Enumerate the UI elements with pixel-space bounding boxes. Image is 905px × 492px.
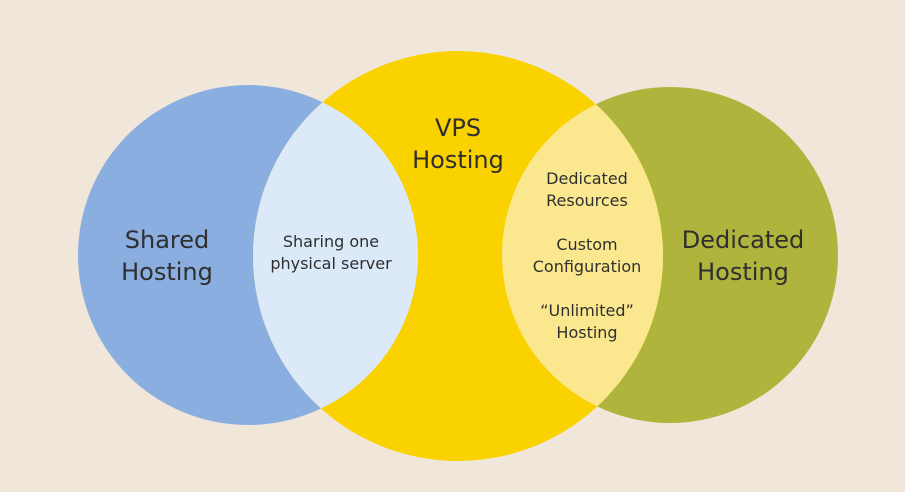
overlap-item-unlimited-hosting: “Unlimited” Hosting xyxy=(515,300,659,344)
overlap-item-line2: Configuration xyxy=(532,257,642,276)
overlap-item-line1: Custom xyxy=(556,235,618,254)
overlap-item-line1: Dedicated xyxy=(546,169,628,188)
overlap-item-custom-configuration: Custom Configuration xyxy=(515,234,659,278)
shared-vps-overlap-line1: Sharing one xyxy=(282,232,380,251)
overlap-item-line1: “Unlimited” xyxy=(540,301,634,320)
vps-hosting-label: VPS Hosting xyxy=(396,112,520,176)
shared-vps-overlap xyxy=(253,85,418,425)
shared-hosting-label-line2: Hosting xyxy=(121,258,213,286)
overlap-item-line2: Resources xyxy=(546,191,628,210)
dedicated-hosting-label-line1: Dedicated xyxy=(681,226,805,254)
shared-hosting-label-line1: Shared xyxy=(124,226,210,254)
vps-hosting-label-line2: Hosting xyxy=(412,146,504,174)
shared-hosting-label: Shared Hosting xyxy=(103,224,231,288)
vps-dedicated-overlap xyxy=(502,87,663,423)
overlap-item-dedicated-resources: Dedicated Resources xyxy=(515,168,659,212)
dedicated-hosting-label-line2: Hosting xyxy=(697,258,789,286)
shared-vps-overlap-label: Sharing one physical server xyxy=(260,231,402,275)
overlap-item-line2: Hosting xyxy=(556,323,618,342)
dedicated-hosting-label: Dedicated Hosting xyxy=(668,224,818,288)
shared-vps-overlap-line2: physical server xyxy=(270,254,392,273)
vps-hosting-label-line1: VPS xyxy=(434,114,482,142)
